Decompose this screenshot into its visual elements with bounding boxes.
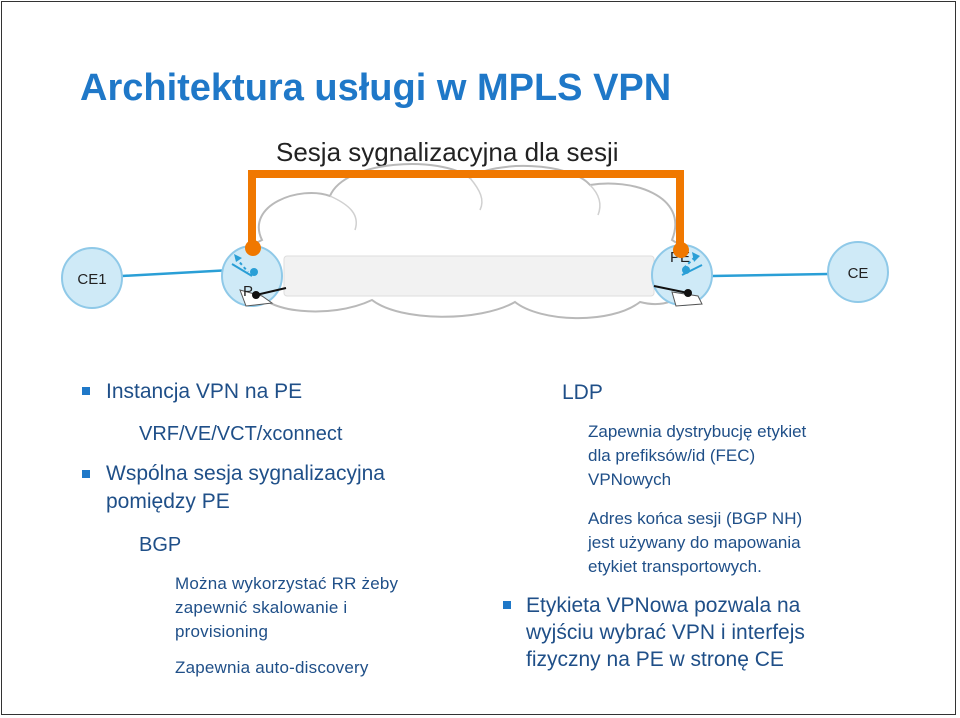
bullet-square [503, 601, 511, 609]
signaling-endpoint-left [245, 240, 261, 256]
ldp-nh-line3: etykiet transportowych. [588, 557, 762, 576]
bgp-rr-line2: zapewnić skalowanie i [175, 598, 348, 617]
ldp-fec-line2: dla prefiksów/id (FEC) [588, 446, 756, 465]
bullet-signaling-line1: Wspólna sesja sygnalizacyjna [106, 462, 385, 485]
ldp-nh-line2: jest używany do mapowania [588, 533, 801, 552]
bullet-vpn-label-line3: fizyczny na PE w stronę CE [526, 648, 784, 671]
ce-right-label: CE [848, 265, 869, 282]
ce-right-router-icon: CE [827, 241, 889, 303]
vpn-instance-detail: VRF/VE/VCT/xconnect [139, 423, 343, 445]
bullet-vpn-label-line2: wyjściu wybrać VPN i interfejs [526, 621, 805, 644]
ce1-router-icon: CE1 [61, 247, 123, 309]
core-bar [283, 255, 655, 297]
signaling-endpoint-right [673, 242, 689, 258]
signaling-session-path [248, 170, 684, 248]
bullet-square [82, 387, 90, 395]
bullet-vpn-label-line1: Etykieta VPNowa pozwala na [526, 594, 801, 617]
bullet-signaling-line2: pomiędzy PE [106, 490, 230, 513]
bgp-heading: BGP [139, 534, 182, 556]
bullet-vpn-instance: Instancja VPN na PE [106, 380, 303, 403]
link-pe-ce [711, 272, 829, 278]
ce1-label: CE1 [77, 271, 106, 288]
ldp-heading: LDP [562, 381, 603, 404]
pe-right-router-icon: PE [651, 244, 713, 307]
slide-subtitle: Sesja sygnalizacyjna dla sesji [276, 137, 619, 167]
slide-title: Architektura usługi w MPLS VPN [80, 67, 672, 109]
bullet-square [82, 470, 90, 478]
bgp-auto-discovery: Zapewnia auto-discovery [175, 658, 369, 677]
pe-left-label: P [243, 283, 253, 300]
bgp-rr-line1: Można wykorzystać RR żeby [175, 574, 399, 593]
bgp-rr-line3: provisioning [175, 622, 269, 641]
ldp-fec-line3: VPNowych [588, 470, 672, 489]
ldp-fec-line1: Zapewnia dystrybucję etykiet [588, 422, 807, 441]
link-ce1-pe [121, 268, 233, 278]
ldp-nh-line1: Adres końca sesji (BGP NH) [588, 509, 803, 528]
